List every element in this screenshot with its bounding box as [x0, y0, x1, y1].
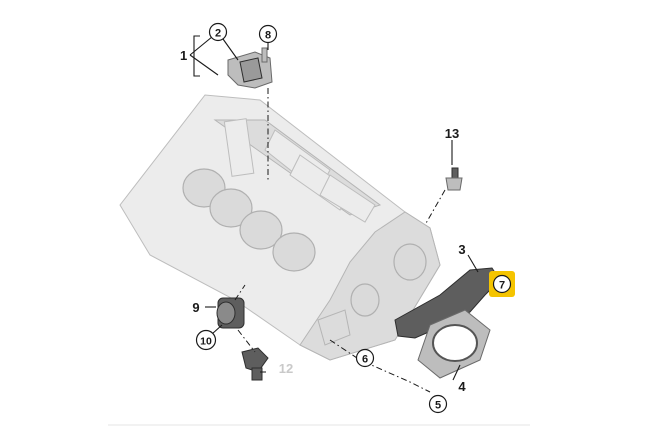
callout-2: 2 [215, 28, 221, 40]
callout-10: 10 [200, 336, 212, 348]
callout-1-brace [193, 35, 200, 77]
callout-3: 3 [458, 242, 465, 257]
callout-13: 13 [445, 126, 459, 141]
sensor-part-11 [241, 347, 269, 381]
rear-cover-part-3 [394, 267, 501, 339]
sensor-part-13 [445, 167, 463, 191]
callout-1: 1 [180, 48, 187, 63]
callout-7-marker: 7 [489, 271, 515, 297]
callout-4: 4 [458, 379, 466, 394]
callout-5-marker: 5 [428, 394, 448, 414]
callout-12: 12 [279, 361, 293, 376]
seal-ring-part-4 [417, 309, 491, 379]
callout-6: 6 [362, 354, 368, 366]
callout-8-marker: 8 [258, 24, 278, 44]
engine-block [119, 94, 441, 361]
callout-7: 7 [499, 280, 505, 292]
tensioner-part-9 [216, 297, 245, 329]
dash-lines [234, 88, 446, 393]
callout-8: 8 [265, 30, 271, 42]
callout-9: 9 [192, 300, 199, 315]
callout-2-marker: 2 [208, 22, 228, 42]
callout-5: 5 [435, 400, 441, 412]
callout-10-marker: 10 [195, 329, 217, 351]
callout-6-marker: 6 [355, 348, 375, 368]
mount-bracket-part [227, 47, 273, 89]
